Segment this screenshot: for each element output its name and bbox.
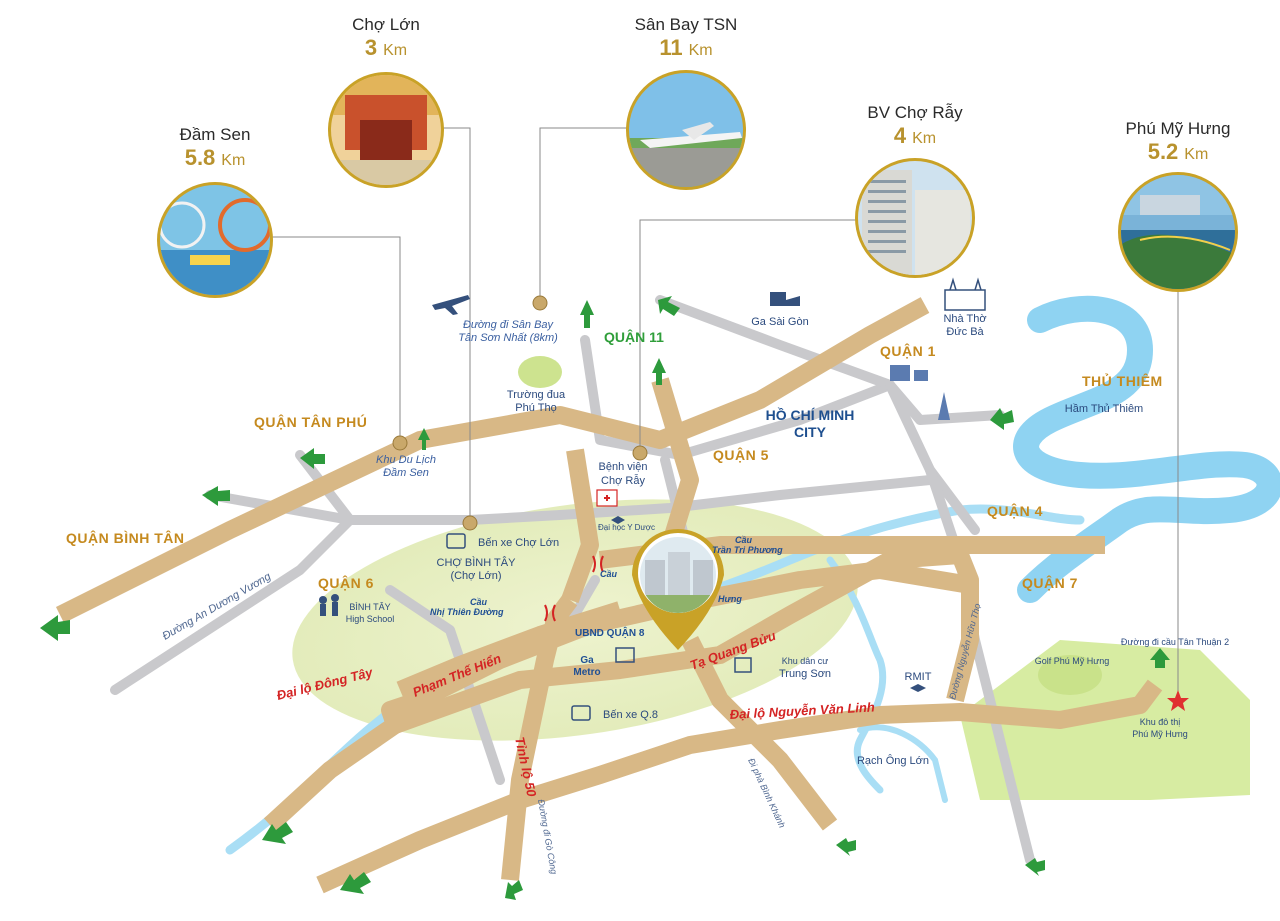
metro-icon bbox=[615, 647, 635, 663]
ben-xe-cho-lon-label: Bến xe Chợ Lớn bbox=[478, 537, 559, 549]
golf-area bbox=[1038, 655, 1102, 695]
benh-vien-label-2: Chợ Rẫy bbox=[601, 474, 645, 487]
svg-text:5.8Km: 5.8Km bbox=[185, 145, 246, 170]
dest-name: BV Chợ Rẫy bbox=[867, 103, 963, 122]
bridge-tran-phuong-label: Cầu bbox=[735, 535, 753, 545]
photo-cho-ray bbox=[855, 158, 975, 278]
location-pin-icon[interactable] bbox=[632, 529, 724, 650]
svg-text:4Km: 4Km bbox=[894, 123, 936, 148]
truong-dua-label: Trường đua bbox=[507, 389, 566, 401]
ham-thu-thiem-label: Hầm Thủ Thiêm bbox=[1065, 403, 1143, 415]
city-label-line2: CITY bbox=[794, 424, 827, 440]
truong-dua-area bbox=[518, 356, 562, 388]
building-icon bbox=[890, 365, 950, 420]
ga-metro-label: Ga bbox=[580, 655, 594, 666]
dest-name: Phú Mỹ Hưng bbox=[1126, 119, 1231, 138]
plane-icon bbox=[432, 295, 470, 315]
golf-pmh-label: Golf Phú Mỹ Hưng bbox=[1035, 656, 1110, 666]
ben-xe-q8-label: Bến xe Q.8 bbox=[603, 709, 658, 721]
bridge-tran-phuong-label-2: Trần Tri Phương bbox=[712, 545, 783, 555]
dai-hoc-icon bbox=[611, 516, 625, 524]
cau-tan-thuan-label: Đường đi cầu Tân Thuận 2 bbox=[1121, 637, 1229, 647]
dam-sen-label-2: Đầm Sen bbox=[383, 467, 429, 479]
canal-2 bbox=[826, 556, 887, 794]
district-q4: QUẬN 4 bbox=[987, 502, 1043, 519]
airport-road-label-2: Tân Sơn Nhất (8km) bbox=[458, 332, 558, 344]
khu-dan-cu-label: Khu dân cư bbox=[782, 656, 829, 666]
photo-san-bay bbox=[626, 70, 746, 190]
church-icon bbox=[944, 277, 986, 311]
photo-phu-my-hung bbox=[1118, 172, 1238, 292]
district-q11: QUẬN 11 bbox=[604, 328, 664, 345]
arrow-icon bbox=[40, 296, 1170, 900]
ga-sai-gon-label: Ga Sài Gòn bbox=[751, 316, 808, 328]
school-icon bbox=[319, 594, 339, 616]
connector-lines bbox=[270, 127, 1179, 700]
photo-dam-sen bbox=[157, 182, 273, 298]
dest-name: Sân Bay TSN bbox=[635, 15, 738, 34]
photo-cho-lon bbox=[328, 72, 444, 188]
city-label-line1: HỒ CHÍ MINH bbox=[766, 406, 855, 423]
bridge-nhi-thien-label-2: Nhị Thiên Đường bbox=[430, 607, 504, 617]
dest-name: Chợ Lớn bbox=[352, 15, 420, 34]
saigon-river bbox=[1013, 295, 1280, 603]
road-di-go-cong-label: Đường đi Gò Công bbox=[536, 799, 559, 875]
dam-sen-label: Khu Du Lịch bbox=[376, 454, 436, 466]
ubnd-q8-label: UBND QUẬN 8 bbox=[575, 626, 645, 639]
cho-binh-tay-label-2: (Chợ Lớn) bbox=[450, 570, 501, 582]
road-an-duong-vuong-label: Đường An Dương Vương bbox=[161, 570, 274, 642]
bridge-markers bbox=[544, 555, 604, 622]
khu-do-thi-label: Khu đô thị bbox=[1140, 717, 1181, 727]
khu-do-thi-label-2: Phú Mỹ Hưng bbox=[1132, 729, 1188, 739]
district-binh-tan: QUẬN BÌNH TÂN bbox=[66, 529, 185, 546]
bridge-nhi-thien-label: Cầu bbox=[470, 597, 488, 607]
binh-tay-hs-label-2: High School bbox=[346, 614, 395, 624]
district-tan-phu: QUẬN TÂN PHÚ bbox=[254, 413, 367, 430]
bridge-short-label: Cầu bbox=[600, 569, 618, 579]
cho-binh-tay-label: CHỢ BÌNH TÂY bbox=[437, 556, 517, 569]
benh-vien-label: Bệnh viện bbox=[599, 461, 648, 473]
district-q6: QUẬN 6 bbox=[318, 574, 374, 591]
khu-dan-cu-label-2: Trung Sơn bbox=[779, 668, 831, 680]
dest-name: Đầm Sen bbox=[180, 125, 251, 144]
binh-tay-hs-label: BÌNH TÂY bbox=[349, 602, 390, 612]
star-icon bbox=[1167, 690, 1189, 711]
bus-icon bbox=[446, 533, 591, 721]
residence-icon bbox=[734, 657, 752, 673]
canal-3 bbox=[857, 724, 948, 803]
hospital-icon bbox=[596, 489, 618, 507]
district-thu-thiem: THỦ THIÊM bbox=[1082, 372, 1163, 389]
rmit-icon bbox=[910, 684, 926, 692]
rmit-label: RMIT bbox=[905, 671, 932, 683]
district-q5: QUẬN 5 bbox=[713, 446, 769, 463]
svg-text:3Km: 3Km bbox=[365, 35, 407, 60]
rach-ong-lon-label: Rạch Ông Lớn bbox=[857, 754, 929, 767]
truong-dua-label-2: Phú Thọ bbox=[515, 402, 556, 414]
poi-markers bbox=[392, 295, 1189, 711]
bridge-hung-label: Hưng bbox=[718, 594, 742, 604]
nha-tho-label: Nhà Thờ bbox=[943, 313, 986, 325]
ga-metro-label-2: Metro bbox=[573, 667, 600, 678]
dai-hoc-label: Đại học Y Dược bbox=[598, 523, 655, 532]
airport-road-label: Đường đi Sân Bay bbox=[463, 319, 555, 331]
district-q1: QUẬN 1 bbox=[880, 342, 936, 359]
district-q7: QUẬN 7 bbox=[1022, 574, 1078, 591]
nha-tho-label-2: Đức Bà bbox=[946, 326, 984, 338]
svg-text:5.2Km: 5.2Km bbox=[1148, 139, 1209, 164]
train-icon bbox=[770, 292, 800, 306]
